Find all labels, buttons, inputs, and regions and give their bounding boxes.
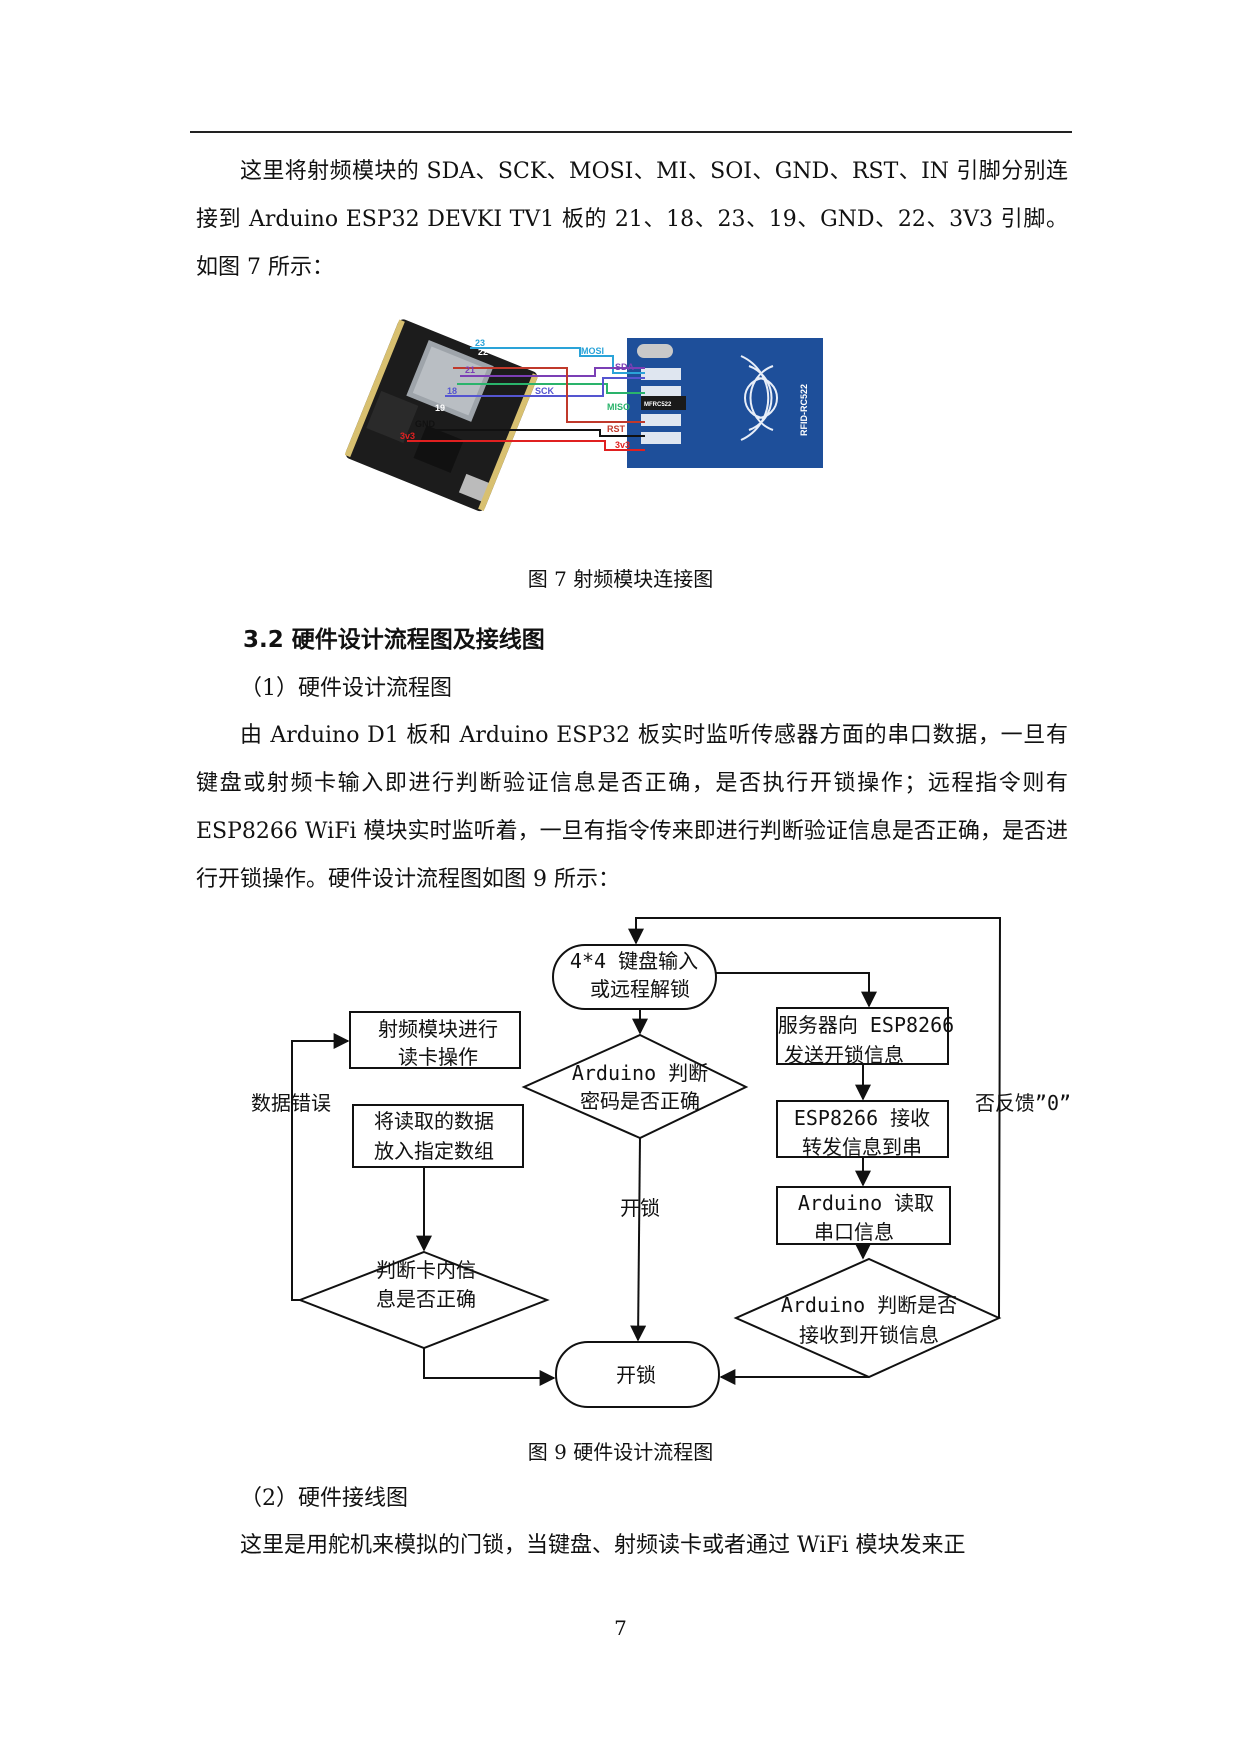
esp-recv-line-1: ESP8266 接收 — [794, 1106, 930, 1130]
arduino-read-line-1: Arduino 读取 — [798, 1191, 934, 1215]
start-terminal — [552, 944, 717, 1010]
wiring-paragraph: 这里是用舵机来模拟的门锁，当键盘、射频读卡或者通过 WiFi 模块发来正 — [240, 1533, 966, 1558]
store-line-1: 将读取的数据 — [374, 1109, 494, 1133]
section-paragraph: 由 Arduino D1 板和 Arduino ESP32 板实时监听传感器方面… — [196, 723, 1068, 892]
board-pin-23: 23 — [475, 338, 485, 348]
arduino-read-box — [776, 1186, 951, 1245]
server-line-1: 服务器向 ESP8266 — [778, 1013, 954, 1037]
module-pin-sck: SCK — [535, 386, 555, 396]
page-number: 7 — [614, 1616, 627, 1640]
rf-read-box — [349, 1011, 521, 1069]
header-rule — [190, 131, 1072, 133]
data-error-label: 数据错误 — [251, 1091, 331, 1115]
start-line-2: 或远程解锁 — [590, 977, 690, 1001]
figure9-caption: 图 9 硬件设计流程图 — [527, 1440, 714, 1464]
unlock-edge-label: 开锁 — [620, 1196, 660, 1220]
arduino-read-line-2: 串口信息 — [814, 1220, 894, 1244]
judge-card-line-1: 判断卡内信 — [376, 1258, 476, 1282]
unlock-terminal — [555, 1341, 720, 1408]
unlock-label: 开锁 — [616, 1363, 656, 1387]
module-pin-rst: RST — [607, 424, 626, 434]
server-box — [776, 1007, 949, 1065]
subheading-flowchart: （1）硬件设计流程图 — [240, 676, 452, 701]
board-pin-18: 18 — [447, 386, 457, 396]
judge-pwd-line-1: Arduino 判断 — [572, 1061, 708, 1085]
module-pin-sda: SDA — [615, 362, 635, 372]
rf-read-line-1: 射频模块进行 — [378, 1017, 498, 1041]
store-line-2: 放入指定数组 — [374, 1139, 494, 1163]
judge-card-line-2: 息是否正确 — [376, 1287, 476, 1311]
board-pin-3v3: 3v3 — [400, 431, 415, 441]
store-box — [352, 1104, 524, 1168]
figure7-caption: 图 7 射频模块连接图 — [527, 567, 714, 591]
module-name: RFID-RC522 — [799, 384, 809, 436]
module-pin-mosi: MOSI — [581, 346, 604, 356]
subheading-wiring: （2）硬件接线图 — [240, 1486, 408, 1511]
chip-label: MFRC522 — [644, 402, 672, 408]
rf-module-wiring-figure: 22 19 MFRC522 RFID-RC522 23 21 18 GND 3v… — [345, 319, 823, 512]
judge-recv-diamond — [733, 1257, 1002, 1379]
intro-paragraph: 这里将射频模块的 SDA、SCK、MOSI、MI、SOI、GND、RST、IN … — [196, 159, 1068, 280]
esp-recv-box — [776, 1100, 949, 1158]
start-line-1: 4*4 键盘输入 — [570, 949, 698, 973]
board-pin-19: 19 — [435, 403, 445, 413]
judge-recv-line-1: Arduino 判断是否 — [781, 1293, 957, 1317]
board-pin-gnd: GND — [415, 419, 436, 429]
section-heading: 3.2 硬件设计流程图及接线图 — [243, 627, 545, 653]
board-pin-21: 21 — [465, 365, 475, 375]
esp-recv-line-2: 转发信息到串 — [802, 1135, 922, 1159]
server-line-2: 发送开锁信息 — [784, 1043, 904, 1067]
feedback-label: 否反馈”0” — [975, 1091, 1071, 1115]
judge-recv-line-2: 接收到开锁信息 — [799, 1323, 939, 1347]
board-pin-22: 22 — [478, 347, 488, 357]
judge-pwd-line-2: 密码是否正确 — [580, 1089, 700, 1113]
judge-pwd-diamond — [521, 1033, 749, 1140]
module-pin-miso: MISO — [607, 402, 630, 412]
module-pin-3v3: 3v3 — [615, 440, 630, 450]
rf-read-line-2: 读卡操作 — [398, 1045, 478, 1069]
